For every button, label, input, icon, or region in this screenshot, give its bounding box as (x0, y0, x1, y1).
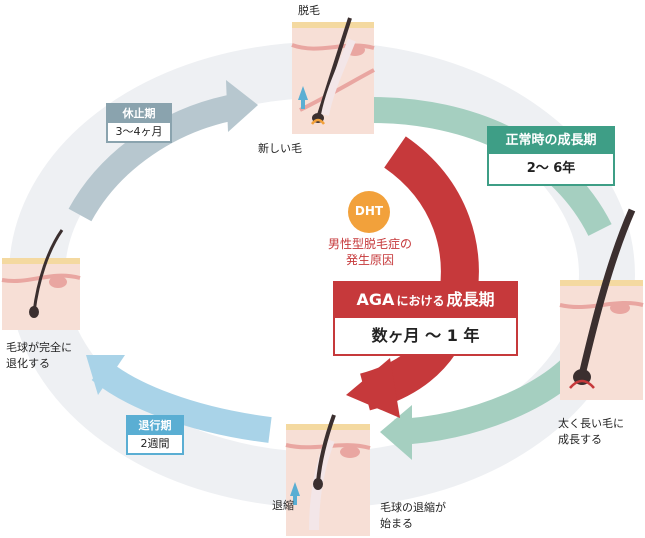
rest-phase-duration: 3～4ヶ月 (115, 125, 163, 138)
rest-phase-title: 休止期 (108, 105, 170, 123)
normal-growth-box: 正常時の成長期 2～ 6年 (487, 126, 615, 186)
blue-arrow (91, 359, 272, 443)
shrink-label: 退縮 (272, 499, 294, 512)
grey-arrow-head (226, 80, 258, 132)
aga-arrow-head (346, 358, 400, 418)
blue-arrow-head (86, 355, 125, 395)
aga-title-main: AGA (356, 290, 395, 309)
skin-panel-top (291, 17, 375, 134)
dht-label: DHT (354, 204, 384, 218)
normal-growth-duration: 2～ 6年 (526, 161, 576, 176)
aga-growth-duration: 数ヶ月 ～ 1 年 (371, 326, 480, 345)
aga-title-tail: 成長期 (446, 290, 495, 309)
rest-phase-box: 休止期 3～4ヶ月 (106, 103, 172, 143)
bulb-regressed-label: 毛球が完全に 退化する (6, 341, 72, 370)
skin-panel-right (559, 208, 644, 400)
grey-arrow (68, 93, 243, 222)
bulb-shrink-start-label: 毛球の退縮が 始まる (380, 501, 446, 530)
green-arrow-head (380, 405, 412, 460)
skin-panel-bottom (285, 414, 371, 536)
skin-panel-left (1, 229, 81, 330)
thick-long-label: 太く長い毛に 成長する (558, 417, 624, 446)
regression-phase-box: 退行期 2週間 (126, 415, 184, 455)
dht-cause-label: 男性型脱毛症の 発生原因 (327, 237, 412, 267)
aga-arrow (359, 136, 479, 411)
regression-phase-duration: 2週間 (140, 437, 170, 450)
regression-phase-title: 退行期 (128, 417, 182, 435)
normal-growth-title: 正常時の成長期 (489, 128, 613, 154)
hair-loss-label: 脱毛 (298, 4, 320, 17)
new-hair-label: 新しい毛 (258, 142, 302, 155)
dht-badge (348, 191, 390, 233)
aga-title-sub: における (396, 294, 445, 308)
